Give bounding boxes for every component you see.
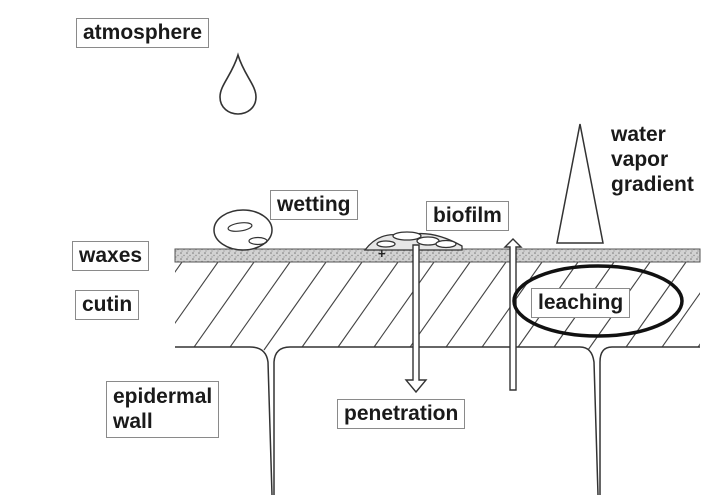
- label-epidermal-wall: epidermal wall: [106, 381, 219, 438]
- label-water-vapor-line3: gradient: [611, 172, 694, 197]
- label-leaching: leaching: [531, 288, 630, 318]
- label-water-vapor-line2: vapor: [611, 147, 694, 172]
- cutin-hatch-line: [696, 262, 723, 350]
- label-epidermal-wall-line2: wall: [113, 409, 212, 434]
- water-drop-icon: [220, 55, 256, 114]
- label-waxes: waxes: [72, 241, 149, 271]
- label-cutin: cutin: [75, 290, 139, 320]
- label-wetting: wetting: [270, 190, 358, 220]
- vapor-gradient-triangle: [557, 124, 603, 243]
- label-water-vapor-gradient: water vapor gradient: [611, 122, 694, 197]
- label-water-vapor-line1: water: [611, 122, 694, 147]
- label-atmosphere: atmosphere: [76, 18, 209, 48]
- label-biofilm: biofilm: [426, 201, 509, 231]
- svg-text:+: +: [378, 246, 386, 261]
- wax-layer: [175, 249, 700, 262]
- label-penetration: penetration: [337, 399, 465, 429]
- wetting-droplet: [214, 210, 272, 250]
- label-epidermal-wall-line1: epidermal: [113, 384, 212, 409]
